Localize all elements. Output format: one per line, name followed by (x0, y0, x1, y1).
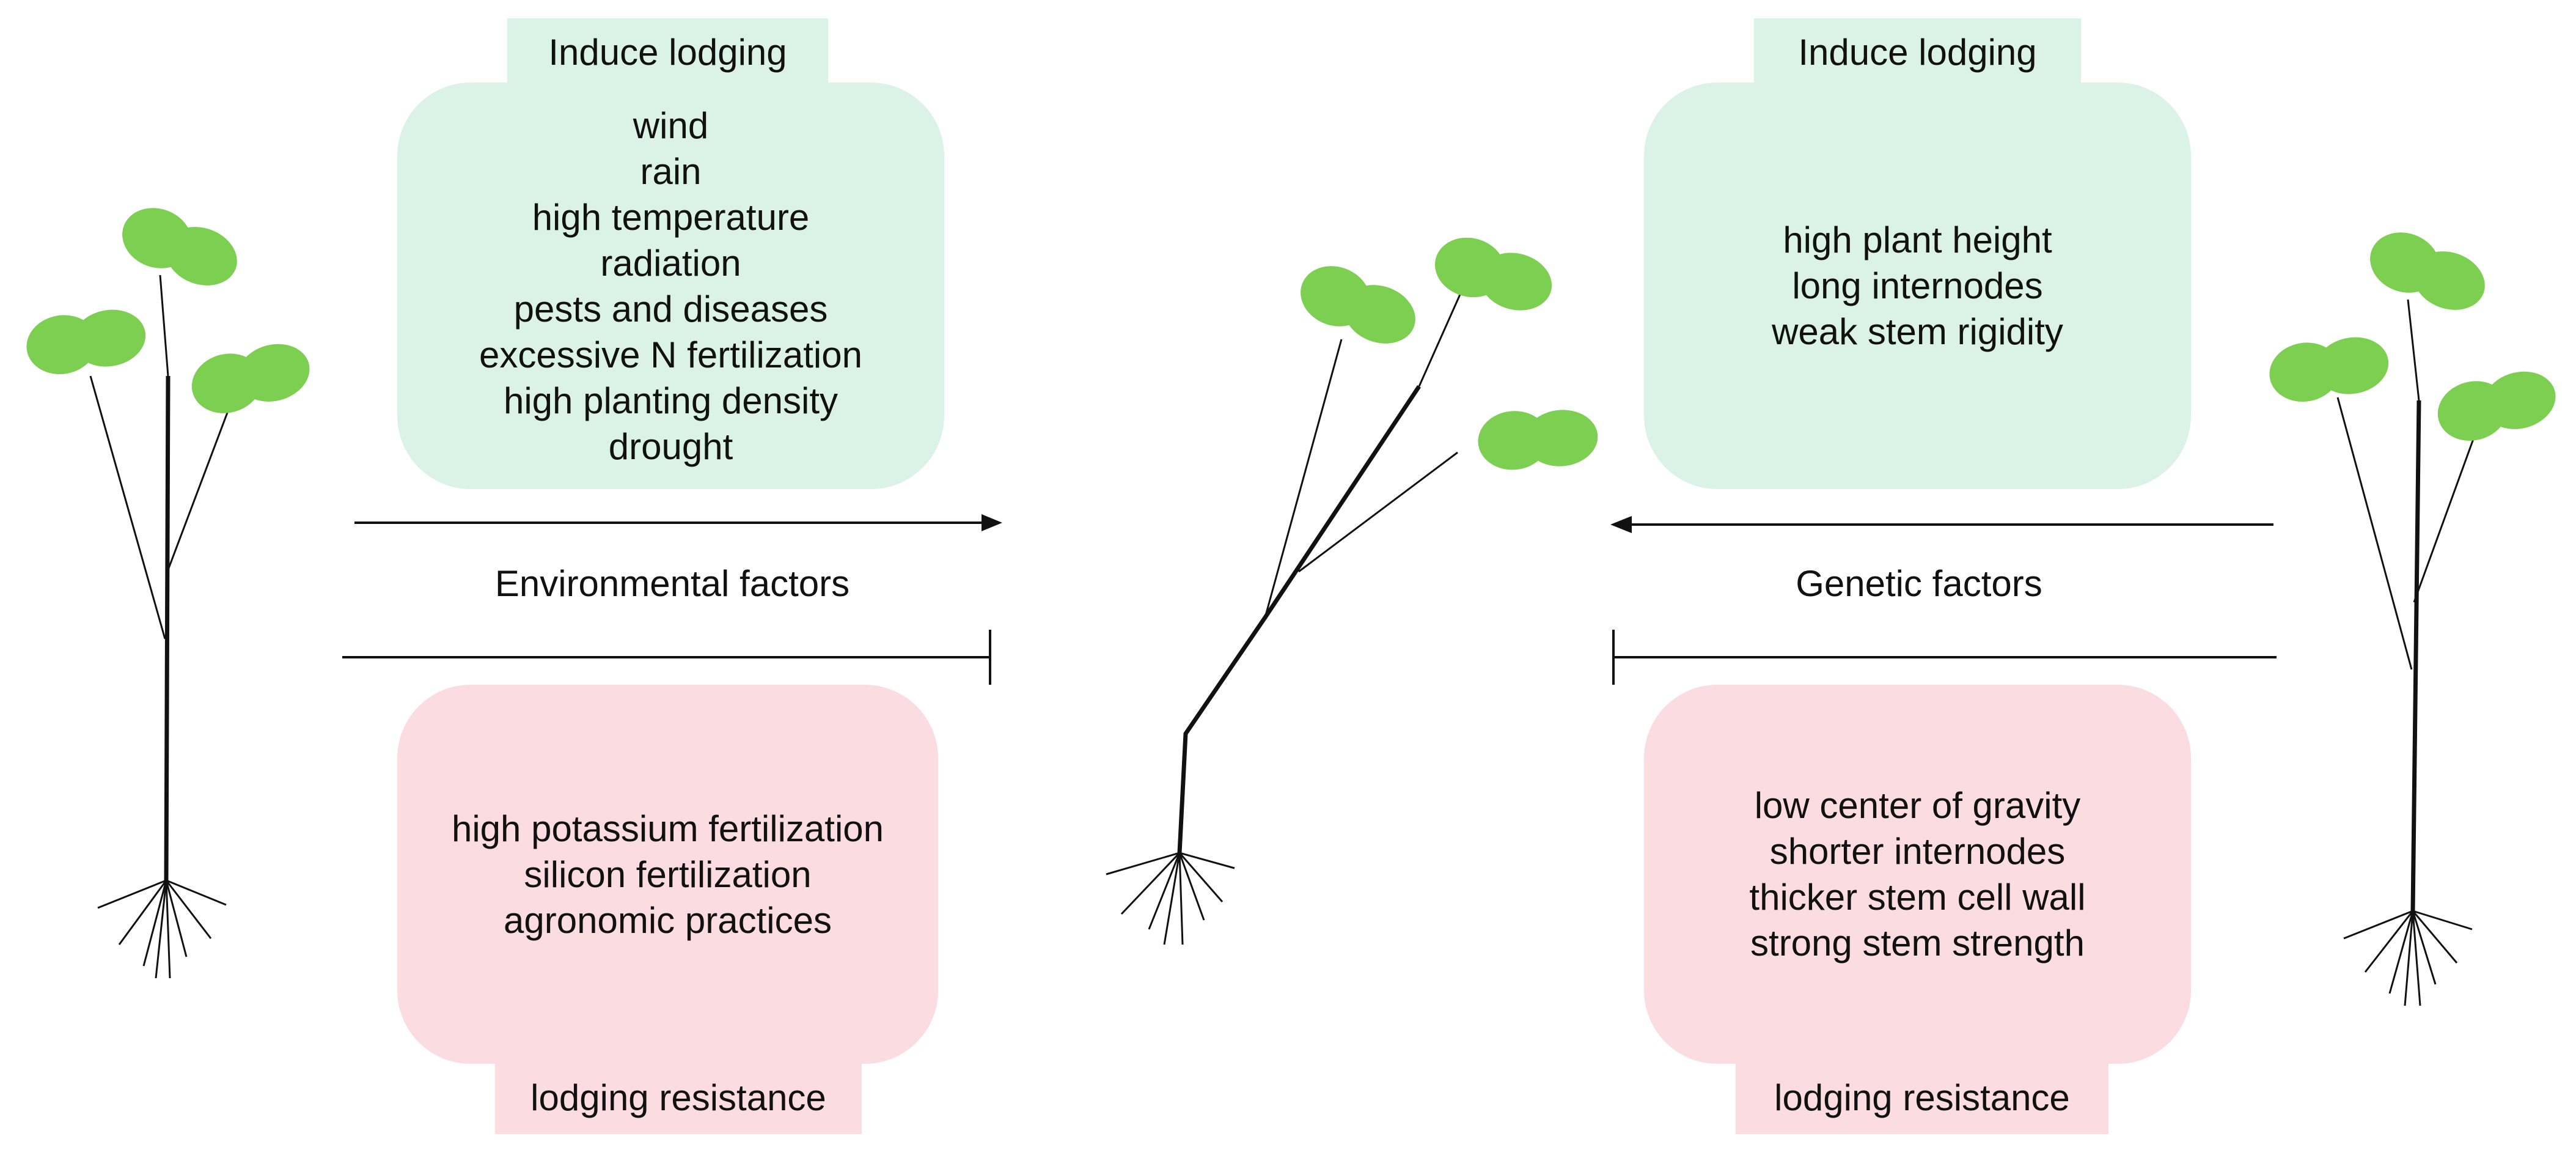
upright-plant-left-icon (21, 198, 317, 979)
left-resist-item: silicon fertilization (524, 853, 812, 895)
right-resist-tab: lodging resistance (1736, 1061, 2108, 1134)
environmental-factors-label: Environmental factors (494, 563, 850, 604)
right-induce-item: high plant height (1783, 219, 2052, 260)
right-resist-item: thicker stem cell wall (1749, 877, 2086, 918)
left-resist-tab: lodging resistance (495, 1061, 862, 1134)
right-induce-item: long internodes (1792, 265, 2043, 306)
right-resist-tab-label: lodging resistance (1774, 1077, 2070, 1118)
left-resist-box: high potassium fertilization silicon fer… (397, 685, 938, 1064)
left-induce-item: wind (633, 105, 709, 146)
right-resist-item: low center of gravity (1754, 785, 2081, 826)
left-induce-item: rain (640, 150, 702, 192)
left-induce-item: radiation (600, 242, 741, 284)
upright-plant-right-icon (2264, 223, 2563, 1006)
right-induce-tab: Induce lodging (1754, 18, 2081, 86)
environmental-inhibit-line (342, 630, 991, 685)
right-resist-box: low center of gravity shorter internodes… (1644, 685, 2191, 1064)
left-induce-tab-label: Induce lodging (548, 31, 787, 73)
left-induce-item: drought (608, 426, 733, 467)
left-resist-item: high potassium fertilization (451, 808, 884, 849)
left-induce-item: high planting density (503, 380, 838, 421)
left-induce-item: pests and diseases (513, 288, 828, 330)
left-induce-tab: Induce lodging (507, 18, 828, 86)
right-resist-item: shorter internodes (1769, 831, 2066, 872)
left-resist-tab-label: lodging resistance (530, 1077, 826, 1118)
genetic-induce-arrow (1610, 516, 2273, 533)
genetic-inhibit-line (1612, 630, 2277, 685)
left-induce-item: excessive N fertilization (479, 334, 862, 375)
left-induce-box: wind rain high temperature radiation pes… (397, 83, 944, 489)
right-resist-item: strong stem strength (1750, 923, 2085, 964)
lodged-plant-icon (1106, 230, 1601, 945)
left-induce-item: high temperature (532, 196, 810, 238)
environmental-induce-arrow (354, 514, 1002, 531)
right-induce-box: high plant height long internodes weak s… (1644, 83, 2191, 489)
right-induce-tab-label: Induce lodging (1798, 31, 2037, 73)
genetic-factors-label: Genetic factors (1796, 563, 2042, 604)
right-induce-item: weak stem rigidity (1772, 311, 2063, 352)
left-resist-item: agronomic practices (504, 899, 832, 941)
